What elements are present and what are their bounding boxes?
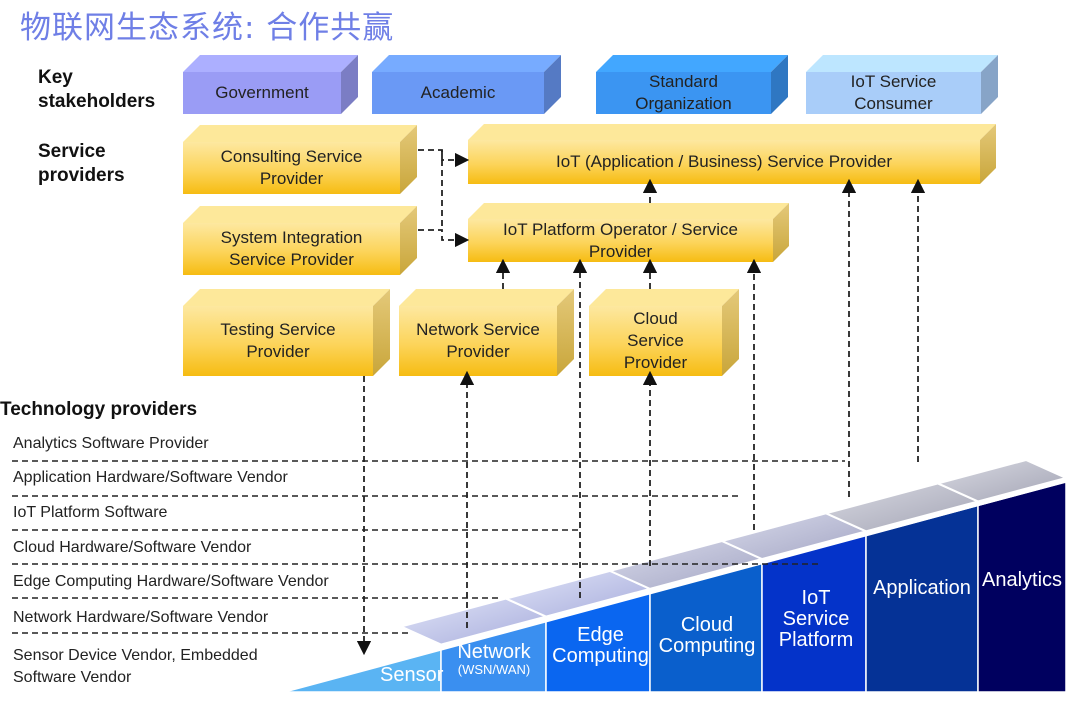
provider-network: Network Service Provider [399, 289, 574, 376]
stakeholder-government-label: Government [183, 72, 341, 114]
layer-label: Cloud Computing [652, 615, 762, 657]
technology-providers-label: Technology providers [0, 399, 198, 420]
stakeholder-government-top-face [183, 55, 358, 72]
stakeholder-academic-top-face [372, 55, 561, 72]
layer-name: Edge Computing [552, 624, 649, 667]
provider-cloud-side-face [722, 289, 739, 376]
provider-system-integration-top-face [183, 206, 417, 223]
layer-name: Application [873, 577, 971, 599]
layer-name: Network [457, 641, 531, 663]
provider-cloud-top-face [589, 289, 739, 306]
service-providers-label: Service providers [38, 141, 125, 186]
provider-testing: Testing Service Provider [183, 289, 390, 376]
layer-name: Sensor [380, 664, 444, 686]
provider-consulting-side-face [400, 125, 417, 194]
layer-label: Analytics [978, 570, 1066, 591]
layer-label: Edge Computing [548, 625, 653, 667]
arrow-consulting-to-app-provider [418, 149, 470, 168]
stakeholder-iot-service-consumer-side-face [981, 55, 998, 114]
key-stakeholders-label: Key stakeholders [38, 67, 156, 112]
provider-testing-top-face [183, 289, 390, 306]
provider-consulting-top-face [183, 125, 417, 142]
provider-cloud: Cloud Service Provider [589, 289, 739, 376]
layer-label: IoT Service Platform [764, 588, 868, 651]
stakeholder-standard-organization-label: Standard Organization [596, 72, 771, 114]
provider-network-top-face [399, 289, 574, 306]
provider-iot-platform-operator-top-face [468, 203, 789, 219]
tech-provider-label: Analytics Software Provider [13, 435, 209, 452]
pyramid-edge [277, 477, 1067, 695]
layer-name: Cloud Computing [658, 614, 756, 657]
layer-label: Application [866, 578, 978, 599]
stakeholder-academic-side-face [544, 55, 561, 114]
layer-label: Network(WSN/WAN) [444, 642, 544, 677]
tech-provider-label: Network Hardware/Software Vendor [13, 609, 269, 626]
layer-name: IoT Service Platform [778, 587, 854, 651]
provider-iot-platform-operator-side-face [773, 203, 789, 262]
page-title: 物联网生态系统: 合作共赢 [20, 10, 395, 46]
provider-testing-side-face [373, 289, 390, 376]
tech-provider-label: Application Hardware/Software Vendor [13, 469, 288, 486]
provider-testing-label: Testing Service Provider [183, 306, 373, 376]
stakeholder-iot-service-consumer-top-face [806, 55, 998, 72]
layer-sublabel: (WSN/WAN) [457, 662, 531, 677]
provider-consulting-label: Consulting Service Provider [183, 142, 400, 194]
tech-provider-label: IoT Platform Software [13, 504, 168, 521]
provider-iot-platform-operator: IoT Platform Operator / Service Provider [468, 203, 789, 262]
layer-name: Analytics [981, 569, 1063, 591]
provider-network-label: Network Service Provider [399, 306, 557, 376]
stakeholder-standard-organization-top-face [596, 55, 788, 72]
stakeholder-academic: Academic [372, 55, 561, 114]
stakeholder-standard-organization: Standard Organization [596, 55, 788, 114]
layer-label: Sensor [380, 664, 444, 686]
provider-consulting: Consulting Service Provider [183, 125, 417, 194]
stakeholder-iot-service-consumer: IoT Service Consumer [806, 55, 998, 114]
provider-iot-app-business-side-face [980, 124, 996, 184]
stakeholder-iot-service-consumer-label: IoT Service Consumer [806, 72, 981, 114]
tech-provider-label: Edge Computing Hardware/Software Vendor [13, 573, 329, 590]
provider-system-integration-side-face [400, 206, 417, 275]
provider-network-side-face [557, 289, 574, 376]
provider-iot-platform-operator-label: IoT Platform Operator / Service Provider [468, 219, 773, 262]
tech-provider-label: Sensor Device Vendor, Embedded Software … [13, 647, 258, 686]
tech-provider-label: Cloud Hardware/Software Vendor [13, 539, 252, 556]
stakeholder-academic-label: Academic [372, 72, 544, 114]
provider-iot-app-business-label: IoT (Application / Business) Service Pro… [468, 140, 980, 184]
stakeholder-government-side-face [341, 55, 358, 114]
provider-iot-app-business: IoT (Application / Business) Service Pro… [468, 124, 996, 184]
stakeholder-government: Government [183, 55, 358, 114]
provider-system-integration: System Integration Service Provider [183, 206, 417, 275]
provider-system-integration-label: System Integration Service Provider [183, 223, 400, 275]
arrow-si-to-platform-operator [418, 229, 470, 248]
stakeholder-standard-organization-side-face [771, 55, 788, 114]
provider-cloud-label: Cloud Service Provider [589, 306, 722, 376]
provider-iot-app-business-top-face [468, 124, 996, 140]
